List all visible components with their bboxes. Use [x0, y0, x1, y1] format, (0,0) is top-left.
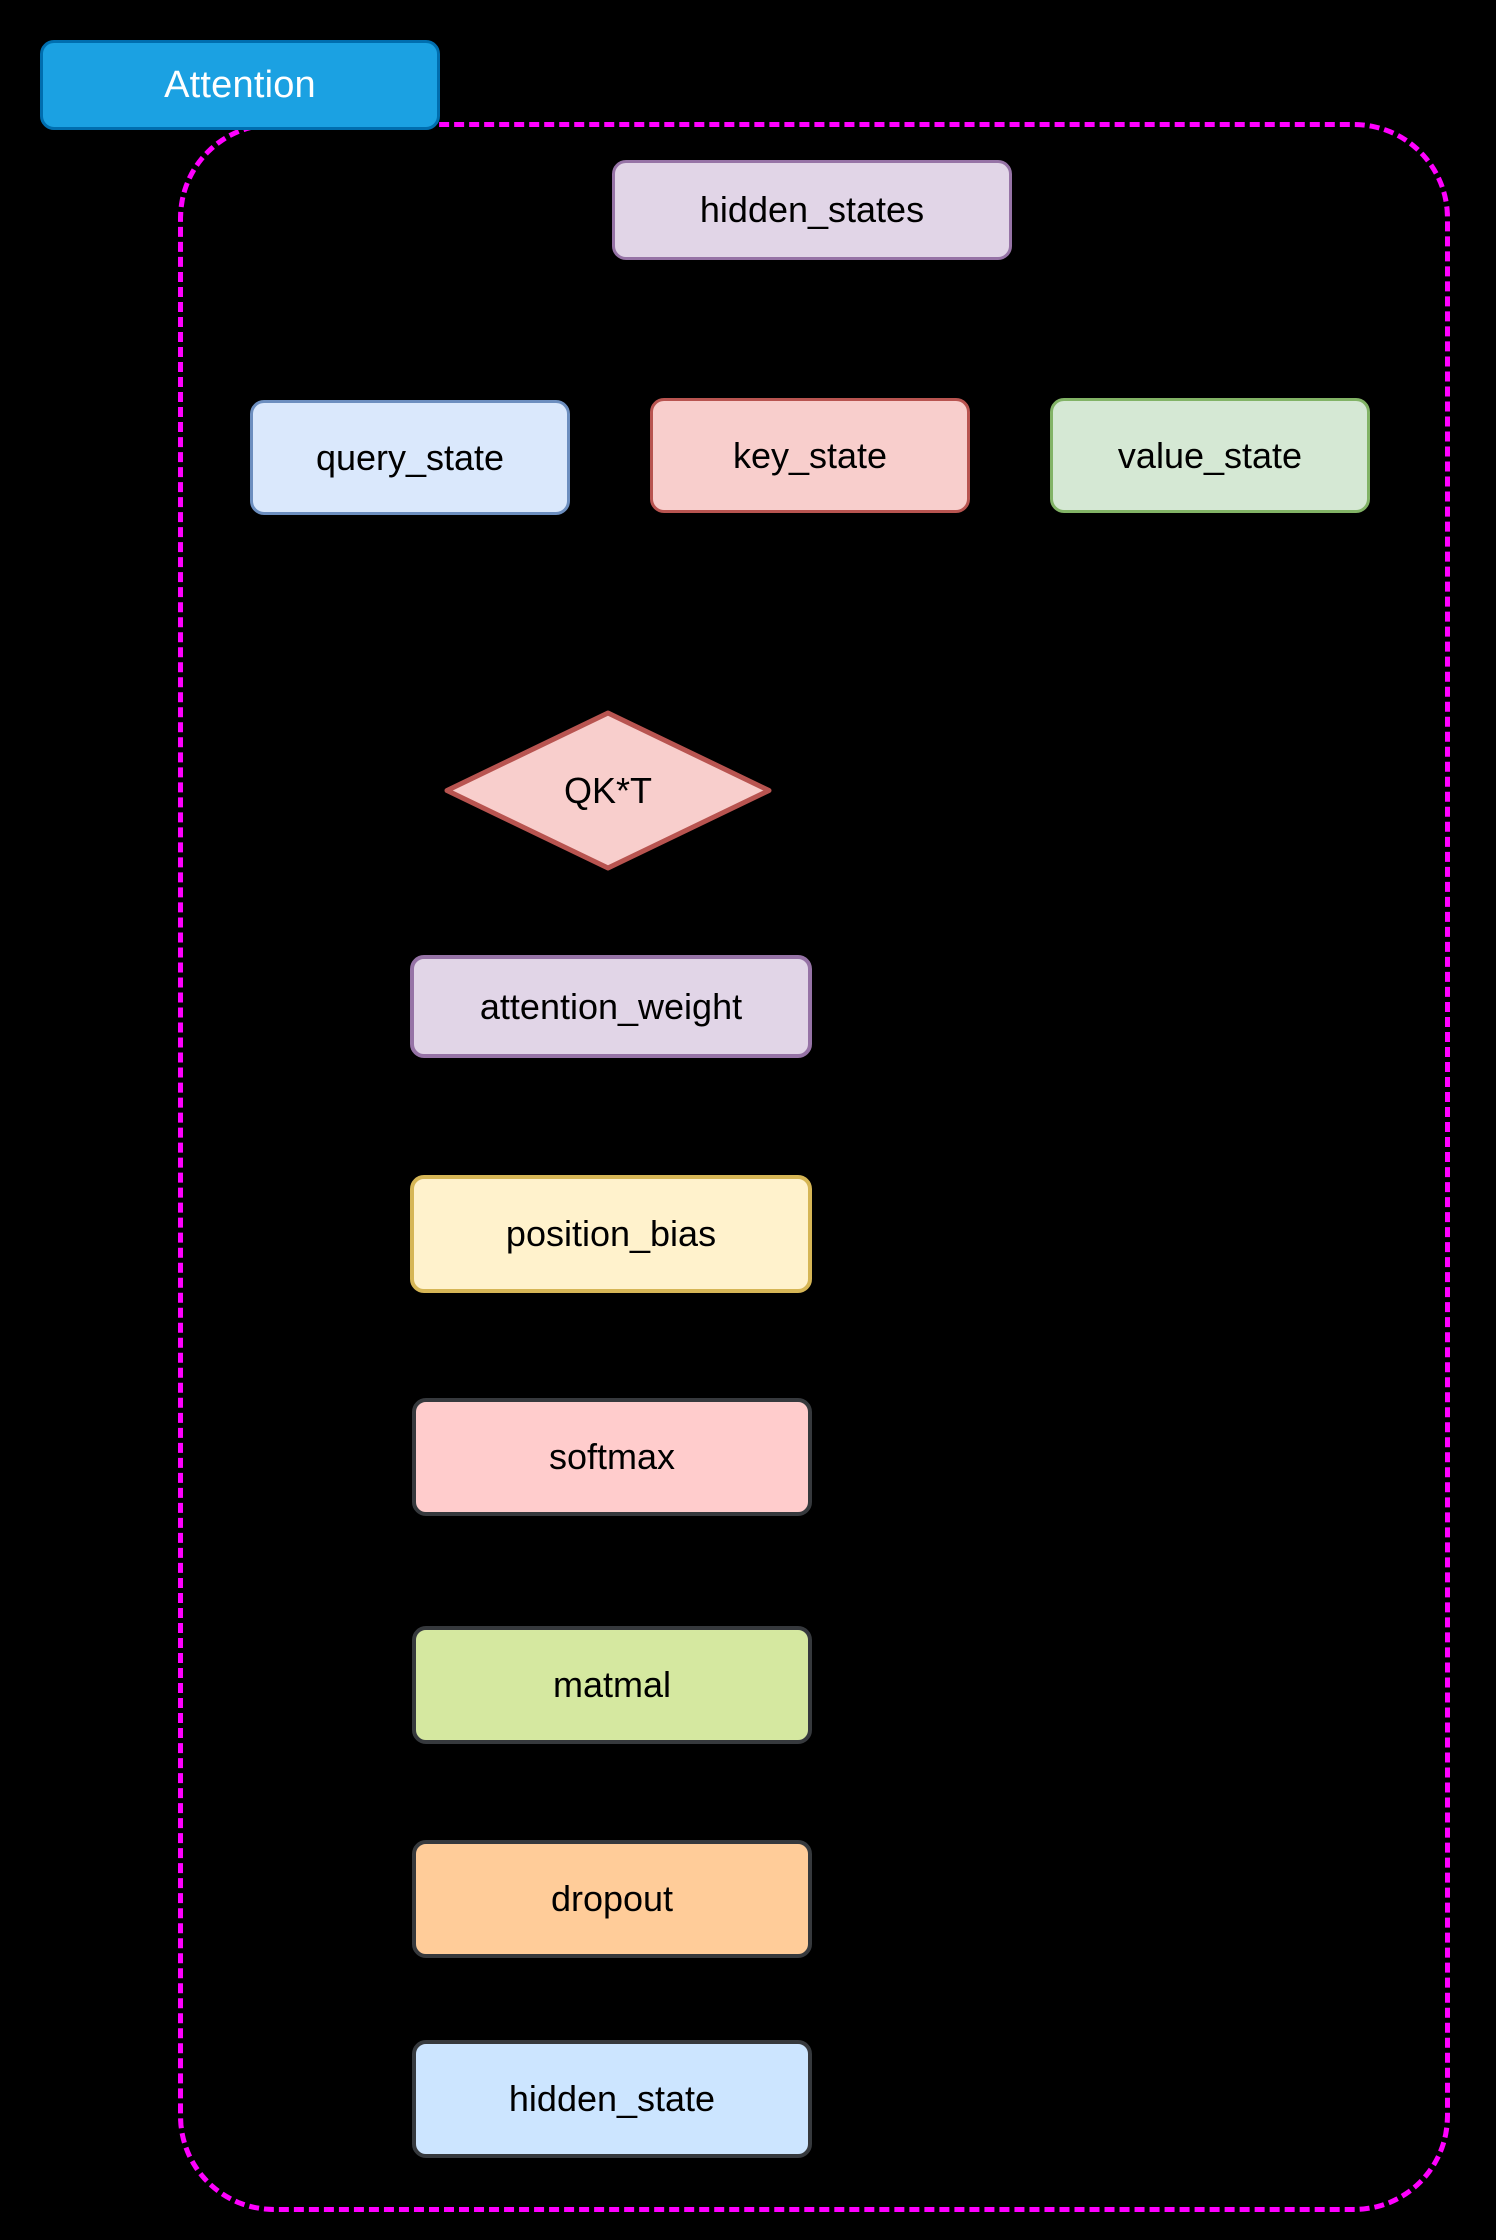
node-hidden-states[interactable]: hidden_states [612, 160, 1012, 260]
node-label: attention_weight [479, 985, 743, 1027]
node-label: position_bias [505, 1213, 717, 1254]
node-dropout[interactable]: dropout [412, 1840, 812, 1958]
subgraph-title-label: Attention [164, 63, 316, 106]
node-attention-weight[interactable]: attention_weight [410, 955, 812, 1058]
node-value-state[interactable]: value_state [1050, 398, 1370, 513]
node-hidden-state[interactable]: hidden_state [412, 2040, 812, 2158]
attention-subgraph-border [178, 122, 1450, 2212]
node-label: hidden_states [699, 189, 925, 230]
node-label: key_state [732, 434, 888, 476]
diamond-shape [444, 710, 772, 871]
node-qkt-diamond[interactable]: QK*T [443, 709, 773, 872]
node-label: hidden_state [508, 2078, 716, 2119]
node-label: dropout [550, 1878, 674, 1919]
node-matmal[interactable]: matmal [412, 1626, 812, 1744]
node-label: query_state [315, 436, 505, 478]
node-label: value_state [1117, 434, 1303, 476]
node-query-state[interactable]: query_state [250, 400, 570, 515]
subgraph-title-attention[interactable]: Attention [40, 40, 440, 130]
node-softmax[interactable]: softmax [412, 1398, 812, 1516]
node-key-state[interactable]: key_state [650, 398, 970, 513]
node-label: softmax [548, 1436, 676, 1477]
node-position-bias[interactable]: position_bias [410, 1175, 812, 1293]
node-label: matmal [552, 1664, 672, 1705]
